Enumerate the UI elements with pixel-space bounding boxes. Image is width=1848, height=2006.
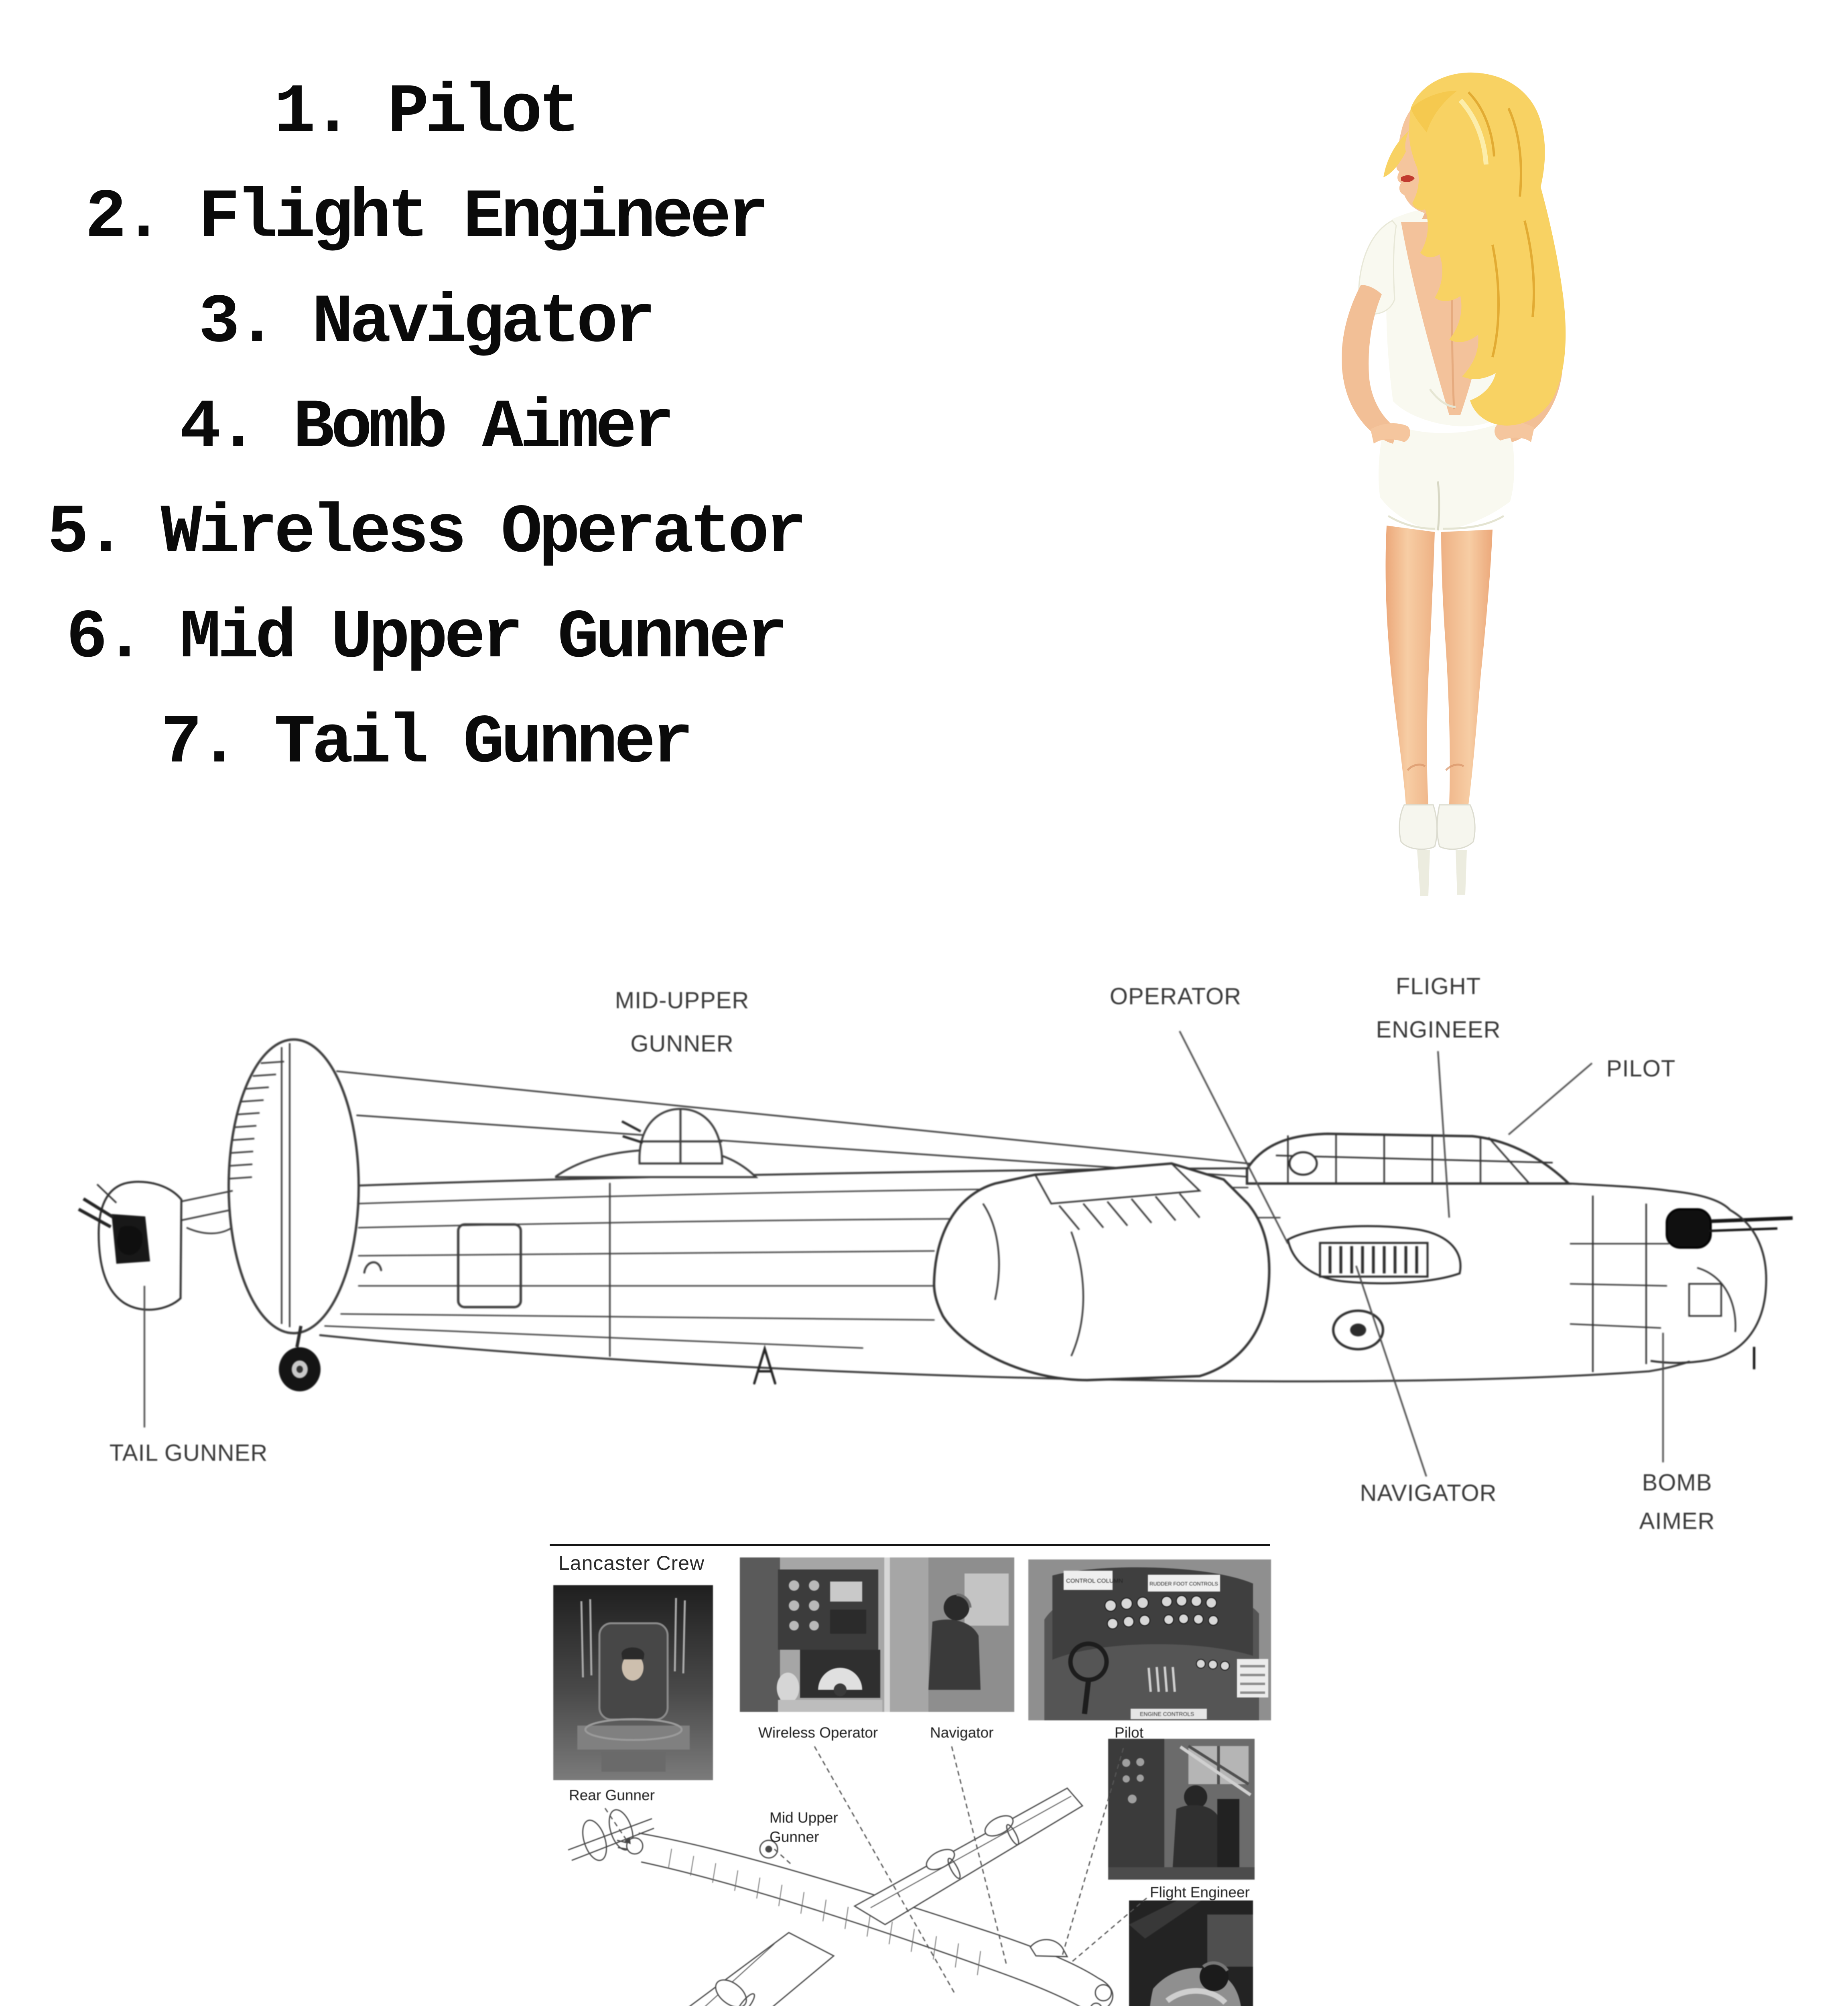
label-tail-gunner: TAIL GUNNER: [92, 1431, 285, 1475]
crew-roster-item: 3. Navigator: [198, 284, 656, 362]
cutaway-fuselage-bottom: [641, 1861, 1080, 2006]
wing-root-nacelle: [932, 1162, 1271, 1382]
pinup-hair: [1383, 72, 1566, 426]
label-flight-engineer: FLIGHT ENGINEER: [1360, 965, 1517, 1052]
collage-label-navigator: Navigator: [930, 1724, 994, 1741]
label-line: Mid Upper: [770, 1809, 838, 1826]
crew-figure-head: [1200, 1962, 1229, 1991]
pinup-legs: [1385, 526, 1493, 805]
tail-gunner-turret: [78, 1181, 183, 1311]
pilot-figure-head: [1184, 1785, 1207, 1809]
pinup-lips: [1401, 175, 1415, 182]
radio-dials: [789, 1580, 819, 1630]
nacelle-hatch-lines: [1058, 1193, 1200, 1230]
cutaway-bomb-aimer-blister: [1091, 2002, 1102, 2006]
annotation-control-column: CONTROL COLUMN: [1066, 1578, 1123, 1584]
label-line: Gunner: [770, 1829, 819, 1845]
label-line: FLIGHT: [1395, 973, 1481, 999]
radiator-slats: [1328, 1246, 1418, 1273]
label-pilot: PILOT: [1595, 1047, 1687, 1090]
fin-hatch-lines: [228, 1061, 284, 1180]
leader-arrowhead: [624, 1837, 631, 1844]
label-line: BOMB: [1642, 1470, 1712, 1496]
collage-leader-lines: [604, 1746, 1147, 1996]
collage-title: Lancaster Crew: [558, 1552, 705, 1574]
crew-roster-item: 7. Tail Gunner: [160, 704, 693, 782]
crew-roster-list: 1. Pilot 2. Flight Engineer 3. Navigator…: [0, 60, 851, 796]
cockpit-canopy: [1246, 1132, 1572, 1185]
pinup-high-heels: [1399, 804, 1476, 896]
label-bomb-aimer: BOMB AIMER: [1617, 1464, 1737, 1541]
collage-top-rule: [550, 1544, 1270, 1546]
collage-label-wireless-operator: Wireless Operator: [758, 1724, 878, 1741]
cutaway-fuselage-top: [638, 1832, 1099, 1979]
flight-engineer-photo: Imperial War Museum: [1129, 1900, 1253, 2006]
crew-roster-item: 1. Pilot: [274, 73, 580, 152]
main-wheel: [1332, 1310, 1384, 1350]
twin-tail-fins: [568, 1809, 654, 1861]
radiator-intake: [1287, 1225, 1462, 1285]
pinup-shorts: [1379, 420, 1515, 531]
navigator-figure-head: [944, 1595, 969, 1620]
label-line: GUNNER: [630, 1031, 734, 1057]
nose-cone: [1650, 1209, 1767, 1364]
collage-label-flight-engineer: Flight Engineer: [1150, 1884, 1250, 1900]
gun-barrels: [580, 1598, 686, 1678]
collage-label-rear-gunner: Rear Gunner: [569, 1787, 655, 1803]
front-turret: [1665, 1208, 1712, 1249]
label-navigator: NAVIGATOR: [1344, 1472, 1513, 1515]
label-operator: OPERATOR: [1099, 975, 1252, 1018]
cockpit-panel-photo: CONTROL COLUMN RUDDER FOOT CONTROLS ENGI…: [1028, 1559, 1271, 1720]
navigator-figure-body: [928, 1619, 981, 1690]
collage-label-pilot: Pilot: [1115, 1724, 1143, 1741]
rear-gunner-photo: [553, 1585, 713, 1780]
label-line: NAVIGATOR: [1360, 1480, 1497, 1506]
fuselage-door: [457, 1223, 522, 1308]
label-line: TAIL GUNNER: [109, 1440, 268, 1466]
engine-levers: [1147, 1666, 1176, 1692]
port-wing: [689, 1932, 835, 2006]
tailplane: [180, 1190, 233, 1234]
crew-roster-item: 2. Flight Engineer: [85, 179, 769, 257]
instrument-dials: [1105, 1595, 1230, 1671]
collage-label-mid-upper-gunner: Mid Upper Gunner: [770, 1808, 838, 1847]
annotation-engine-controls: ENGINE CONTROLS: [1140, 1711, 1194, 1717]
mid-upper-turret: [555, 1108, 759, 1178]
wireless-operator-photo: [740, 1557, 1014, 1712]
pilot-figure-body: [1172, 1805, 1220, 1873]
crew-roster-item: 5. Wireless Operator: [47, 494, 807, 572]
cutaway-rear-turret: [626, 1837, 644, 1855]
fuselage-ribs: [668, 1848, 981, 1976]
starboard-wing: [853, 1787, 1084, 1925]
annotation-rudder-foot-controls: RUDDER FOOT CONTROLS: [1149, 1581, 1218, 1587]
panel-dials: [1122, 1758, 1144, 1803]
label-mid-upper-gunner: MID-UPPER GUNNER: [602, 979, 762, 1066]
porthole: [1288, 1151, 1318, 1176]
label-line: OPERATOR: [1109, 983, 1242, 1009]
pilot-photo: [1108, 1739, 1255, 1880]
lancaster-crew-collage: Lancaster Crew: [534, 1543, 1272, 2006]
label-line: MID-UPPER: [615, 987, 749, 1013]
label-line: PILOT: [1606, 1056, 1676, 1082]
cutaway-front-turret: [1095, 1984, 1112, 2002]
tail-wheel: [279, 1326, 321, 1391]
lancaster-side-view-drawing: [78, 1031, 1793, 1477]
cutaway-canopy: [1030, 1939, 1068, 1957]
label-leader-lines: [144, 1031, 1664, 1477]
nose-section: [1569, 1182, 1793, 1372]
pinup-girl-illustration: [1342, 72, 1566, 896]
label-line: ENGINEER: [1376, 1017, 1501, 1043]
tail-fin: [227, 1038, 360, 1334]
cutaway-nose: [1098, 1978, 1113, 2006]
crew-roster-item: 4. Bomb Aimer: [179, 389, 675, 467]
label-line: AIMER: [1639, 1508, 1715, 1534]
crew-roster-item: 6. Mid Upper Gunner: [66, 599, 788, 677]
